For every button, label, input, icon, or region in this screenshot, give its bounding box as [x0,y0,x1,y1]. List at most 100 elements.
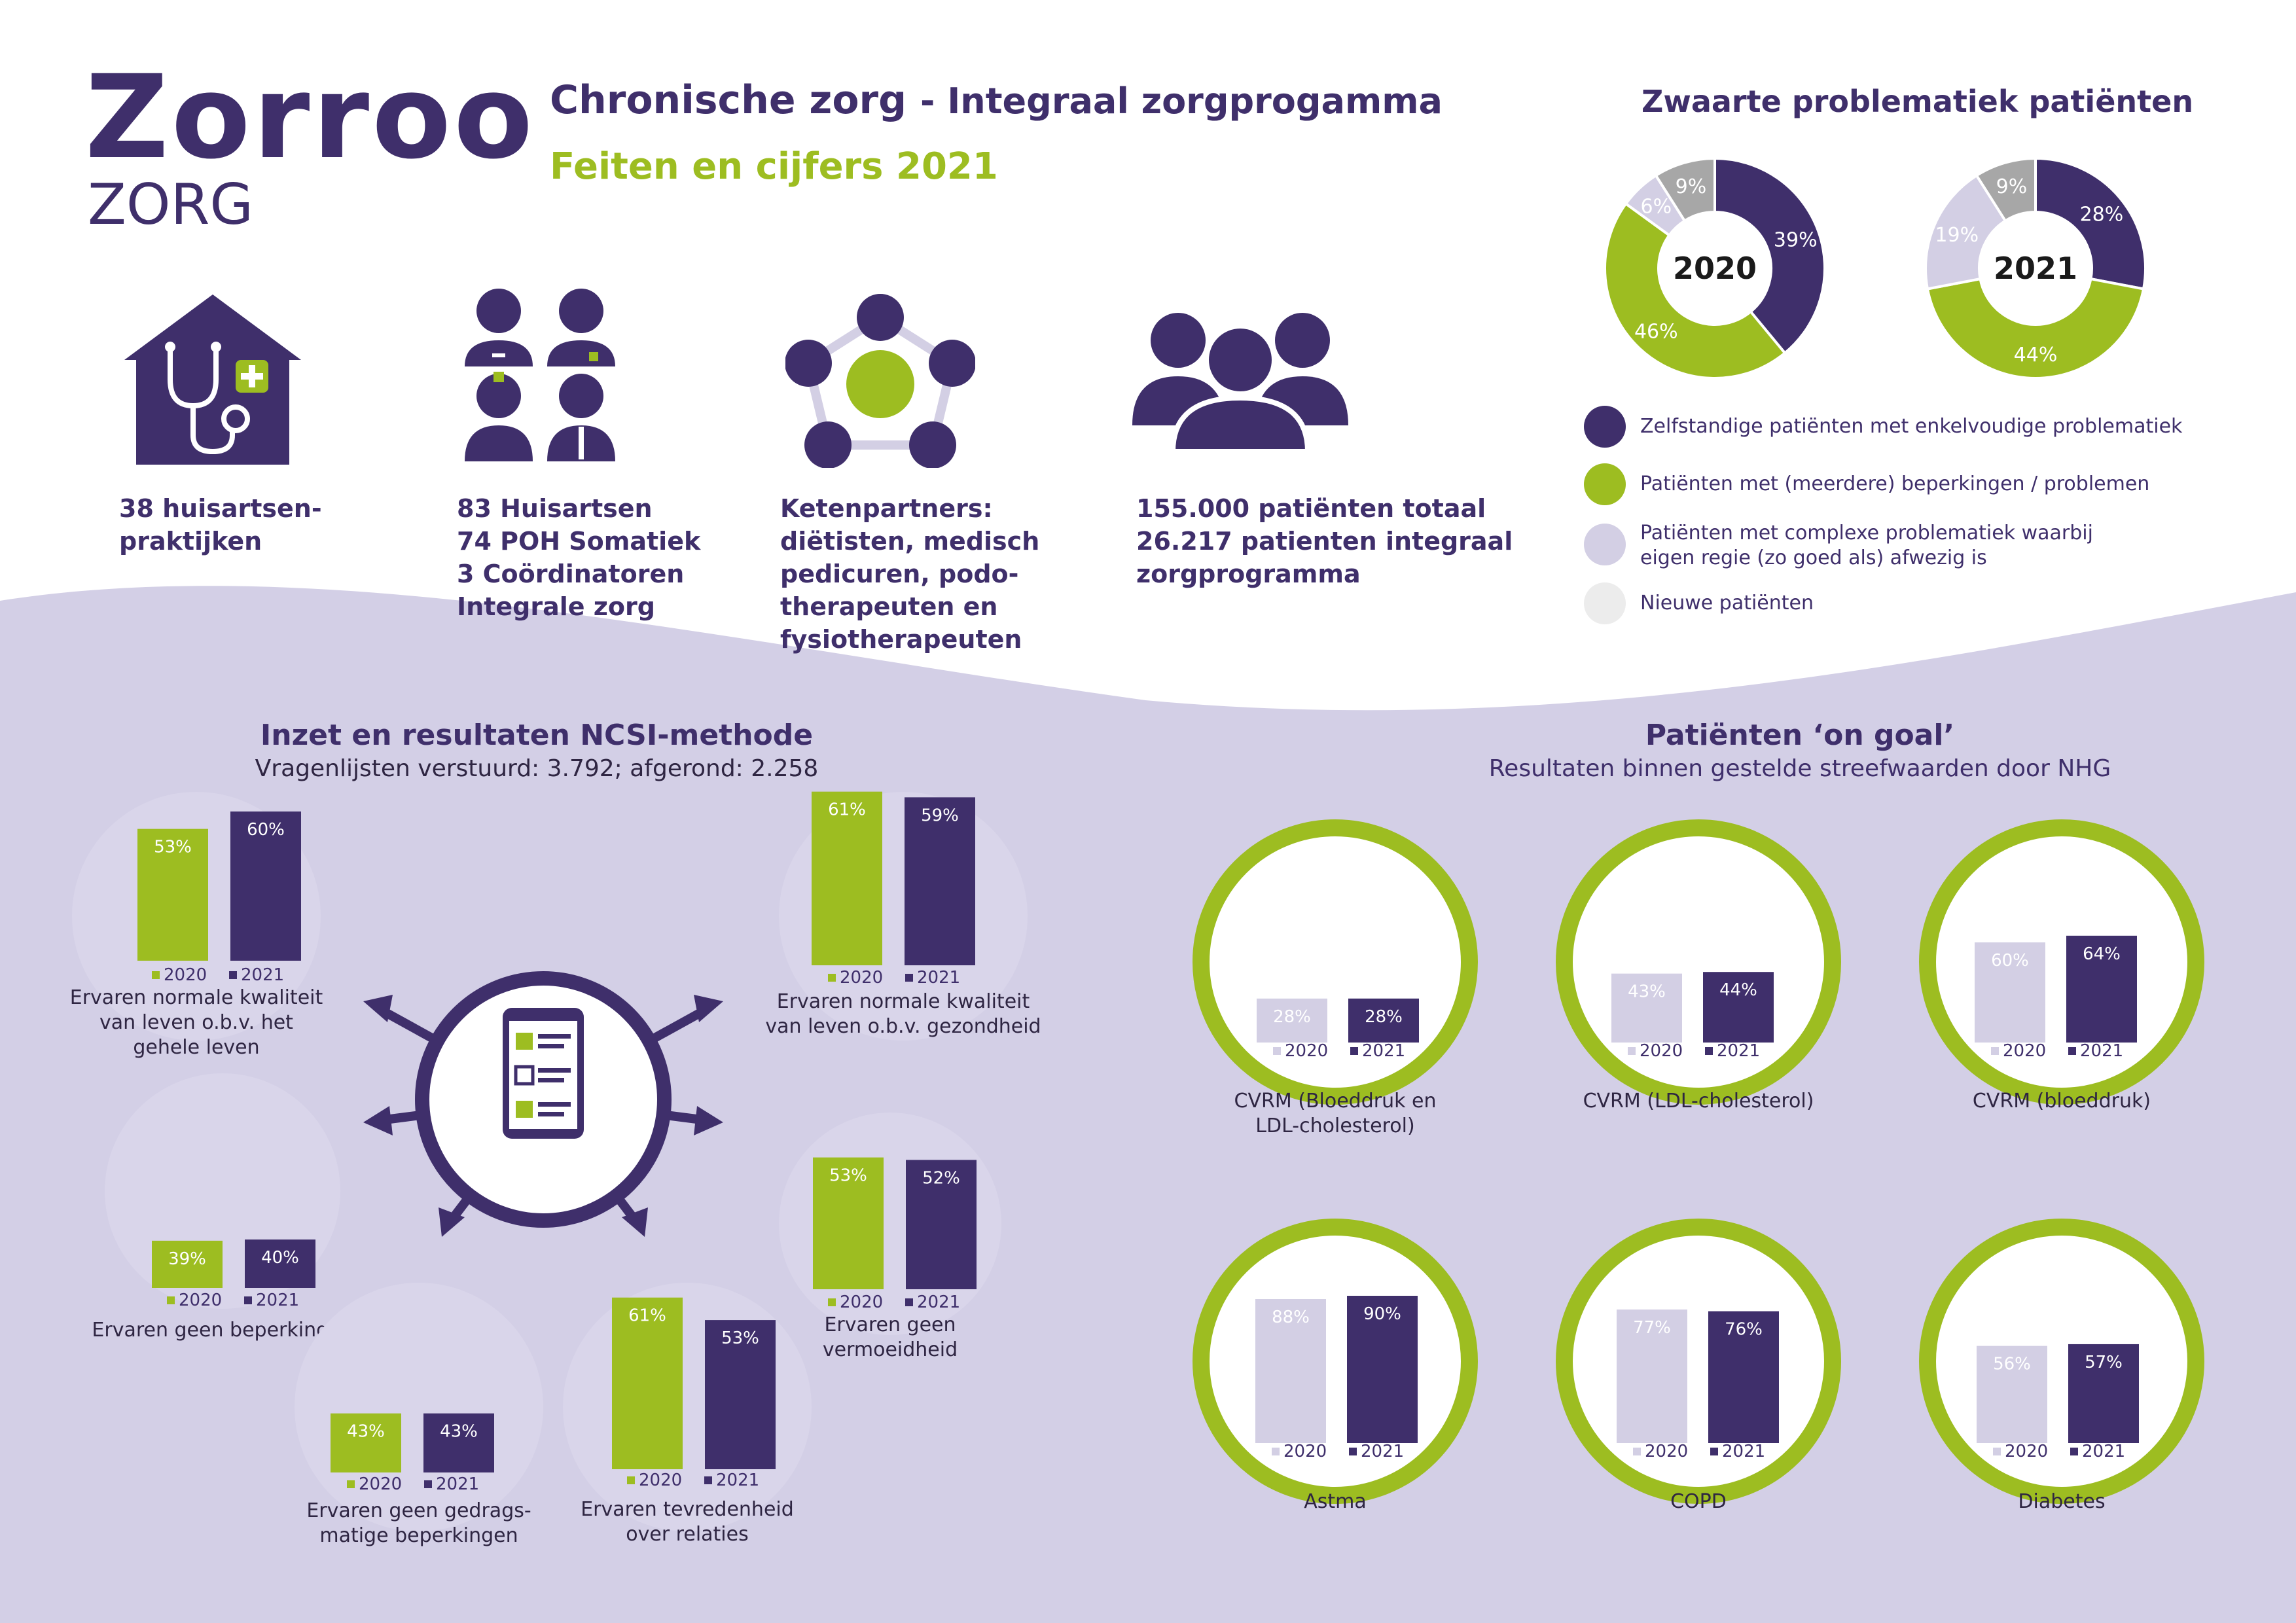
stat-line: 38 huisartsen- [119,494,322,523]
chart-caption: Ervaren geen [824,1313,956,1336]
bar-value-label: 39% [168,1249,206,1269]
bar-value-label: 59% [921,806,959,825]
stat-line: Integrale zorg [457,592,655,621]
stat-patients: 155.000 patiënten totaal 26.217 patiente… [1136,492,1513,590]
bar-legend-swatch [2068,1047,2076,1055]
chart-caption: Ervaren normale kwaliteit [777,990,1030,1013]
chart-caption: CVRM (Bloeddruk en [1234,1090,1437,1113]
bar-2020 [812,791,882,965]
bar-value-label: 40% [261,1248,299,1268]
donut-slice-label: 46% [1634,320,1678,343]
bar-2020 [152,1240,223,1288]
bar-value-label: 90% [1363,1304,1401,1324]
donut-slice [2034,156,2147,291]
bar-2020 [813,1157,884,1289]
bar-legend-label: 2021 [256,1291,299,1310]
bar-2021 [705,1320,776,1469]
patients-group-icon [1132,313,1348,452]
legend-swatch [1584,463,1626,505]
ncsi-hub [363,971,723,1237]
page-subtitle: Feiten en cijfers 2021 [550,145,998,188]
bar-2021 [245,1240,315,1288]
chart-caption: over relaties [626,1523,748,1546]
bar-value-label: 61% [828,800,866,820]
chart-caption: van leven o.b.v. gezondheid [765,1015,1041,1038]
bar-value-label: 60% [1991,951,2029,971]
bar-legend-label: 2020 [2003,1041,2046,1061]
bar-legend-label: 2021 [1361,1442,1404,1461]
bar-legend-swatch [2070,1448,2078,1455]
bar-2021 [2068,1344,2139,1443]
stat-line: Ketenpartners: [780,494,993,523]
bar-value-label: 28% [1273,1007,1311,1027]
bar-value-label: 88% [1272,1308,1310,1327]
bar-legend-swatch [828,1298,836,1306]
bar-legend-swatch [1993,1448,2001,1455]
bar-value-label: 61% [628,1306,666,1326]
bar-2021 [423,1413,494,1472]
chart-caption: vermoeidheid [823,1338,958,1361]
chart-caption: Ervaren tevredenheid [581,1498,794,1521]
network-partners-icon [785,294,975,468]
bar-2021 [230,812,301,961]
bar-legend-label: 2020 [164,965,207,985]
stat-line: 3 Coördinatoren [457,560,685,588]
bar-legend-swatch [1705,1047,1713,1055]
chart-caption: CVRM (LDL-cholesterol) [1583,1090,1814,1113]
stat-staff: 83 Huisartsen 74 POH Somatiek 3 Coördina… [457,492,700,623]
donut-slice [1926,277,2145,380]
bar-value-label: 52% [922,1168,960,1188]
stat-practices: 38 huisartsen- praktijken [119,492,322,558]
bar-legend-label: 2021 [917,1293,960,1312]
donut-slice-label: 6% [1641,196,1672,219]
donut-2021: 28%44%19%9%2021 [1924,156,2147,380]
bar-value-label: 57% [2085,1353,2123,1372]
bar-2020 [1611,973,1682,1043]
stat-line: 74 POH Somatiek [457,527,701,556]
bar-value-label: 53% [829,1166,867,1186]
bar-2020 [1257,998,1327,1043]
chart-caption: Diabetes [2018,1490,2105,1513]
stat-line: 83 Huisartsen [457,494,653,523]
donut-2020: 39%46%6%9%2020 [1604,156,1826,380]
bar-2020 [1975,942,2045,1043]
bar-legend-label: 2020 [1645,1442,1688,1461]
stat-line: praktijken [119,527,262,556]
bar-legend-label: 2020 [1640,1041,1683,1061]
bar-legend-label: 2021 [2080,1041,2123,1061]
legend-swatch [1584,524,1626,565]
bar-value-label: 44% [1719,980,1757,1000]
chart-caption: van leven o.b.v. het [99,1011,293,1034]
bar-legend-swatch [1633,1448,1641,1455]
bar-2020 [1255,1299,1326,1443]
legend-label: Patiënten met (meerdere) beperkingen / p… [1640,473,2150,495]
stat-line: fysiotherapeuten [780,625,1022,654]
bar-value-label: 64% [2083,944,2121,964]
ongoal-subtitle: Resultaten binnen gestelde streefwaarden… [1488,755,2111,782]
bar-legend-swatch [1272,1448,1280,1455]
stat-line: pedicuren, podo- [780,560,1019,588]
bar-2020 [331,1413,401,1472]
legend-line: eigen regie (zo goed als) afwezig is [1640,546,1987,569]
donut-slice-label: 9% [1996,175,2028,198]
chart-caption: Ervaren geen beperkingen [92,1319,353,1342]
stat-line: zorgprogramma [1136,560,1361,588]
donut-center-year: 2020 [1673,251,1757,286]
goal-ring [1919,1219,2204,1504]
bar-legend-label: 2021 [917,968,960,988]
bar-2021 [905,797,975,965]
page-title-main: Chronische zorg [550,77,907,123]
chart-caption: CVRM (bloeddruk) [1973,1090,2151,1113]
bar-value-label: 60% [247,820,285,840]
legend-swatch [1584,406,1626,448]
bar-2020 [612,1297,683,1469]
bar-legend-label: 2020 [1283,1442,1327,1461]
bar-value-label: 77% [1633,1318,1671,1338]
donut-slice [1604,202,1787,380]
